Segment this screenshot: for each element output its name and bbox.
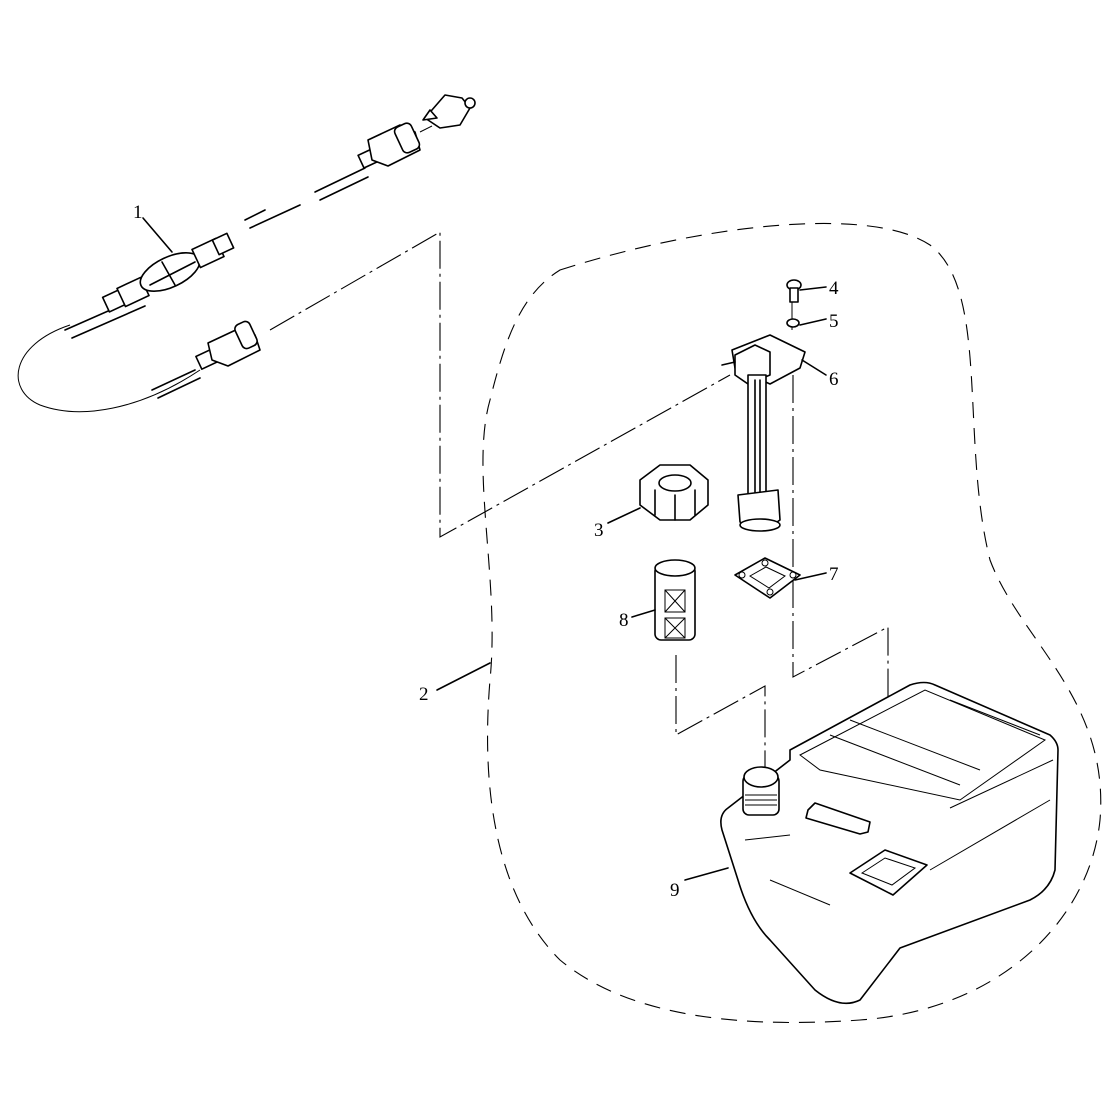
leader-lines — [142, 217, 827, 881]
callout-3: 3 — [594, 520, 604, 541]
float — [639, 464, 709, 521]
callout-9: 9 — [670, 880, 680, 901]
screw — [786, 279, 802, 303]
callout-2: 2 — [419, 684, 429, 705]
callout-8: 8 — [619, 610, 629, 631]
callout-1: 1 — [133, 202, 143, 223]
fuel-gauge-pickup — [721, 334, 806, 532]
assembly-lines — [269, 231, 889, 870]
callout-6: 6 — [829, 369, 839, 390]
callout-7: 7 — [829, 564, 839, 585]
strainer — [654, 559, 696, 641]
callout-4: 4 — [829, 278, 839, 299]
assembly-boundary — [482, 222, 1102, 1024]
gasket — [734, 557, 801, 599]
washer — [786, 318, 800, 328]
fuel-tank — [720, 681, 1059, 1005]
callout-5: 5 — [829, 311, 839, 332]
fuel-hose-assembly — [17, 94, 476, 413]
